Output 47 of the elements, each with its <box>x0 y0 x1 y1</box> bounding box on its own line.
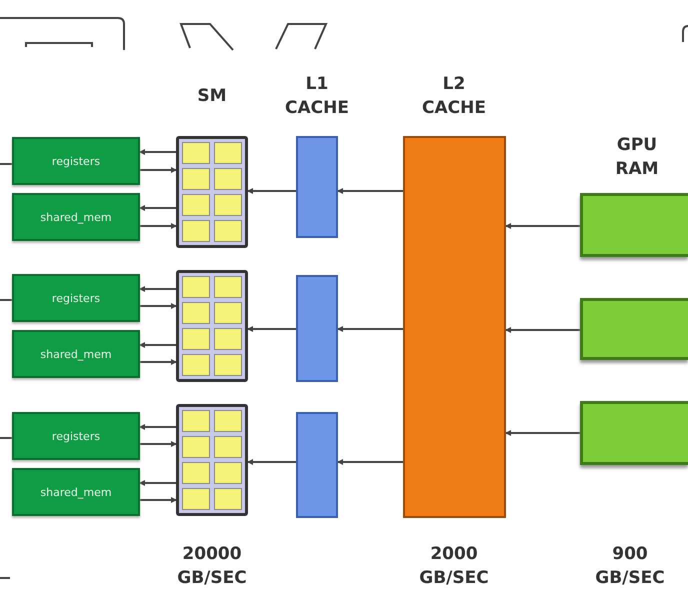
arrow <box>139 205 176 211</box>
arrow <box>140 497 177 503</box>
arrow <box>337 188 403 194</box>
memory-box: shared_mem <box>12 330 140 378</box>
l1-cache-bar <box>296 136 338 238</box>
memory-box: registers <box>12 137 140 185</box>
arrow <box>337 459 403 465</box>
arrow <box>139 342 176 348</box>
memory-box: registers <box>12 412 140 460</box>
sm-block <box>176 136 248 248</box>
column-label: 900 GB/SEC <box>594 543 666 590</box>
l2-cache-bar <box>403 136 506 518</box>
line <box>0 437 12 439</box>
arrow <box>139 149 176 155</box>
gpu-ram-block <box>580 298 688 360</box>
sm-block <box>176 404 248 516</box>
column-label: L1 CACHE <box>284 73 350 120</box>
arrow <box>139 480 176 486</box>
arrow <box>337 326 403 332</box>
column-label: SM <box>196 85 228 108</box>
memory-box: registers <box>12 274 140 322</box>
arrow <box>140 303 177 309</box>
arrow <box>140 223 177 229</box>
gpu-ram-block <box>580 193 688 257</box>
sm-block <box>176 270 248 382</box>
arrow <box>139 286 176 292</box>
column-label: L2 CACHE <box>421 73 487 120</box>
column-label: 20000 GB/SEC <box>176 543 248 590</box>
arrow <box>505 327 580 333</box>
line <box>0 299 12 301</box>
arrow <box>505 430 580 436</box>
arrow <box>140 441 177 447</box>
gpu-ram-block <box>580 401 688 465</box>
l1-cache-bar <box>296 275 338 382</box>
arrow <box>139 424 176 430</box>
arrow <box>247 188 296 194</box>
memory-box: shared_mem <box>12 468 140 516</box>
arrow <box>140 359 177 365</box>
memory-box: shared_mem <box>12 193 140 241</box>
arrow <box>247 459 296 465</box>
line <box>0 163 12 165</box>
l1-cache-bar <box>296 412 338 518</box>
arrow <box>140 167 177 173</box>
column-label: GPU RAM <box>614 134 660 181</box>
arrow <box>247 326 296 332</box>
column-label: 2000 GB/SEC <box>418 543 490 590</box>
arrow <box>505 223 580 229</box>
